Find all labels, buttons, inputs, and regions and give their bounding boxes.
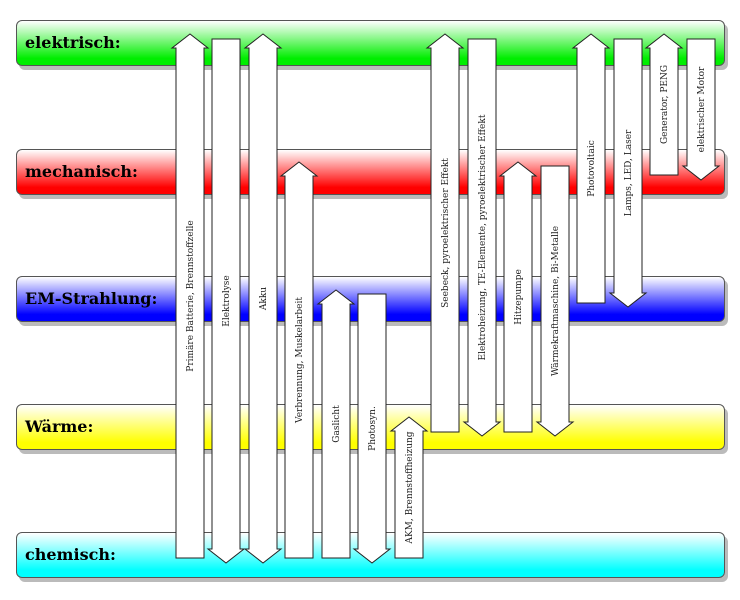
arrow-label: Elektrolyse bbox=[222, 275, 232, 326]
band-elektrisch: elektrisch: bbox=[16, 20, 725, 66]
arrow-up: Generator, PENG bbox=[644, 33, 684, 176]
arrow-up: Primäre Batterie, Brennstoffzelle bbox=[170, 33, 210, 559]
arrow-shape bbox=[243, 33, 283, 564]
arrow-up: Gaslicht bbox=[316, 289, 356, 559]
arrow-up: Verbrennung, Muskelarbeit bbox=[279, 161, 319, 559]
arrow-both: Akku bbox=[243, 33, 283, 564]
arrow-label: AKM, Brennstoffheizung bbox=[405, 431, 415, 544]
arrow-down: Lamps, LED, Laser bbox=[608, 38, 648, 308]
arrow-label: Gaslicht bbox=[332, 405, 342, 443]
arrow-shape bbox=[389, 416, 429, 559]
band-label: Wärme: bbox=[25, 417, 94, 436]
arrow-shape bbox=[316, 289, 356, 559]
arrow-label: Seebeck, pyroelektrischer Effekt bbox=[441, 158, 451, 308]
arrow-shape bbox=[644, 33, 684, 176]
arrow-down: Wärmekraftmaschine, Bi-Metalle bbox=[535, 165, 575, 437]
arrow-shape bbox=[498, 161, 538, 433]
arrow-label: Akku bbox=[259, 287, 269, 311]
arrow-label: Photovoltaic bbox=[587, 140, 597, 197]
arrow-up: Seebeck, pyroelektrischer Effekt bbox=[425, 33, 465, 433]
arrow-shape bbox=[425, 33, 465, 433]
arrow-label: Elektroheizung, TE-Elemente, pyroelektri… bbox=[478, 114, 488, 360]
arrow-label: Verbrennung, Muskelarbeit bbox=[295, 297, 305, 424]
arrow-shape bbox=[462, 38, 502, 437]
arrow-label: Hitzepumpe bbox=[514, 269, 524, 325]
arrow-shape bbox=[206, 38, 246, 564]
band-label: mechanisch: bbox=[25, 162, 138, 181]
arrow-label: Primäre Batterie, Brennstoffzelle bbox=[186, 220, 196, 371]
arrow-shape bbox=[535, 165, 575, 437]
arrow-label: Wärmekraftmaschine, Bi-Metalle bbox=[551, 226, 561, 376]
band-label: elektrisch: bbox=[25, 33, 121, 52]
arrow-down: Elektrolyse bbox=[206, 38, 246, 564]
arrow-shape bbox=[279, 161, 319, 559]
arrow-up: AKM, Brennstoffheizung bbox=[389, 416, 429, 559]
arrow-shape bbox=[608, 38, 648, 308]
arrow-shape bbox=[681, 38, 721, 181]
arrow-label: Lamps, LED, Laser bbox=[624, 129, 634, 216]
arrow-down: elektrischer Motor bbox=[681, 38, 721, 181]
band-label: EM-Strahlung: bbox=[25, 289, 158, 308]
arrow-down: Elektroheizung, TE-Elemente, pyroelektri… bbox=[462, 38, 502, 437]
arrow-label: Photosyn. bbox=[368, 406, 378, 451]
arrow-shape bbox=[571, 33, 611, 304]
arrow-label: elektrischer Motor bbox=[697, 66, 707, 152]
arrow-down: Photosyn. bbox=[352, 293, 392, 564]
band-mechanisch: mechanisch: bbox=[16, 149, 725, 195]
arrow-shape bbox=[352, 293, 392, 564]
arrow-up: Hitzepumpe bbox=[498, 161, 538, 433]
band-label: chemisch: bbox=[25, 545, 116, 564]
arrow-shape bbox=[170, 33, 210, 559]
arrow-up: Photovoltaic bbox=[571, 33, 611, 304]
arrow-label: Generator, PENG bbox=[660, 65, 670, 144]
